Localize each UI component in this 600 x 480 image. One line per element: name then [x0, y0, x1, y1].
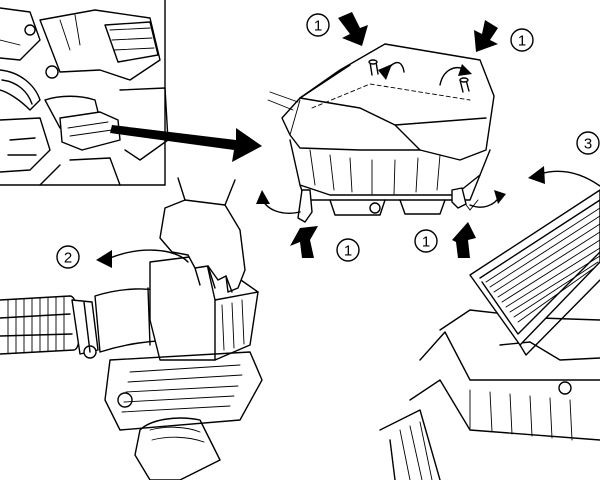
svg-text:1: 1: [518, 33, 526, 50]
rotate-arrow-icon: [528, 166, 600, 187]
callout-1-bottom-left: 1: [336, 238, 360, 262]
callout-step-3: 3: [576, 131, 600, 155]
filter-pleats: [485, 207, 600, 323]
callout-1-top-right: 1: [510, 28, 534, 52]
svg-text:3: 3: [584, 136, 592, 153]
air-cleaner-location-highlight: [59, 111, 121, 151]
callout-1-bottom-right: 1: [414, 229, 438, 253]
filter-element-removal-view: [379, 189, 600, 480]
callout-1-top-left: 1: [306, 13, 330, 37]
air-cleaner-cover-view: [267, 43, 495, 223]
pointer-arrow-icon: [110, 125, 262, 162]
engine-bay-locator-view: [0, 0, 169, 186]
rotate-arrow-icon: [96, 249, 189, 268]
svg-text:2: 2: [64, 250, 72, 267]
press-arrow-icon: [290, 12, 498, 258]
rotate-arrow-icon: [256, 61, 506, 214]
svg-text:1: 1: [344, 243, 352, 260]
callout-step-2: 2: [56, 245, 80, 269]
svg-text:1: 1: [422, 234, 430, 251]
svg-text:1: 1: [314, 18, 322, 35]
duct-removal-view: [0, 177, 263, 480]
